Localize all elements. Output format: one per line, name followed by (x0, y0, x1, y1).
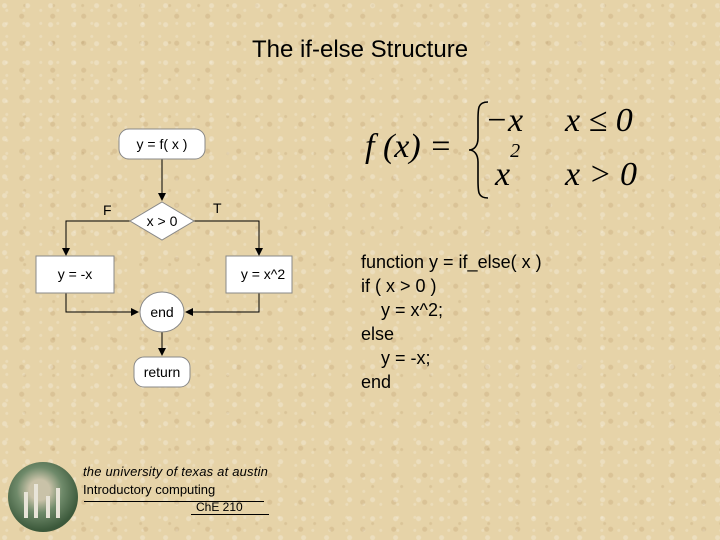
code-listing: function y = if_else( x ) if ( x > 0 ) y… (361, 250, 542, 394)
connector-decision-true (193, 220, 263, 256)
return-node (133, 356, 191, 388)
case2-base: x (495, 156, 511, 193)
decision-node (129, 201, 195, 241)
divider (191, 514, 269, 515)
true-branch-label: y = x^2 (241, 266, 286, 282)
divider (84, 501, 264, 502)
false-branch-node (35, 255, 115, 294)
false-label: F (103, 202, 112, 218)
true-branch-node (225, 255, 293, 294)
case1-value: −x (485, 102, 524, 139)
code-line: else (361, 324, 395, 344)
end-node-label: end (150, 304, 173, 320)
end-node (139, 291, 185, 333)
course-code: ChE 210 (196, 500, 243, 514)
campus-photo-seal (8, 462, 78, 532)
code-line: end (361, 372, 392, 392)
slide-title: The if-else Structure (251, 36, 469, 63)
footer-logo: the university of texas at austin Introd… (6, 460, 269, 540)
false-branch-label: y = -x (58, 266, 93, 282)
case1-condition: x ≤ 0 (565, 102, 633, 139)
code-line: if ( x > 0 ) (361, 276, 437, 296)
left-brace (468, 101, 489, 199)
code-line: y = -x; (361, 348, 431, 368)
start-node (118, 128, 206, 160)
connector-true-to-end (185, 293, 260, 316)
connector-false-to-end (65, 293, 139, 316)
connector-decision-false (62, 220, 131, 256)
code-line: y = x^2; (361, 300, 443, 320)
code-line: function y = if_else( x ) (361, 252, 542, 272)
case2-exponent: 2 (510, 140, 521, 162)
decision-node-label: x > 0 (147, 213, 178, 229)
institution-name: the university of texas at austin (83, 464, 269, 479)
return-node-label: return (144, 364, 181, 380)
equation-lhs: f (x) = (365, 128, 453, 165)
case2-condition: x > 0 (565, 156, 638, 193)
start-node-label: y = f( x ) (137, 136, 188, 152)
true-label: T (213, 200, 222, 216)
course-subtitle: Introductory computing (83, 482, 216, 497)
